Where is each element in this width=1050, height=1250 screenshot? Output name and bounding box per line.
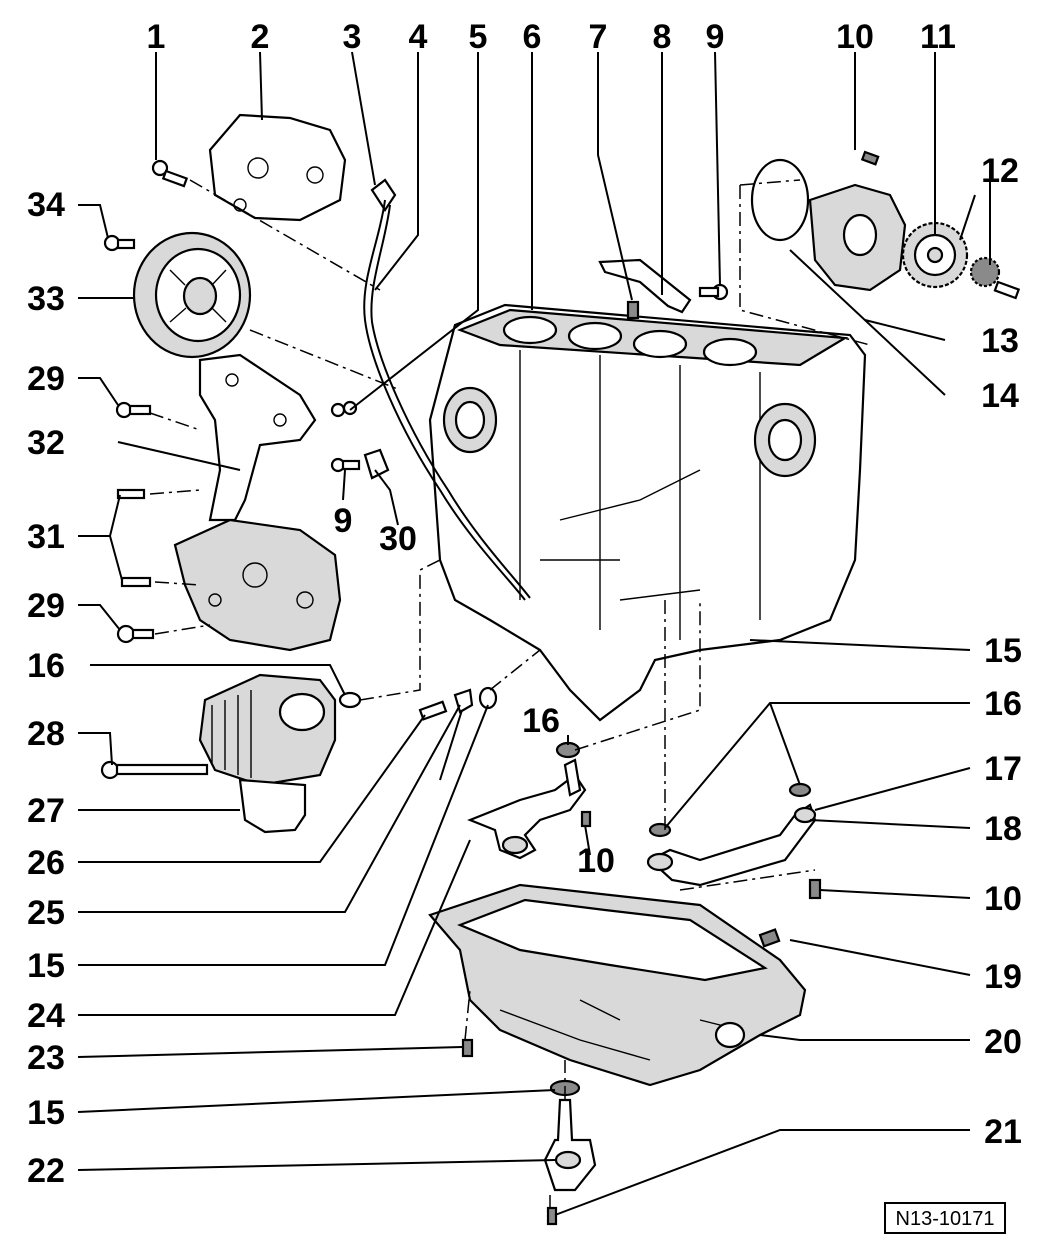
callout-13: 13 xyxy=(981,322,1019,360)
callout-14: 14 xyxy=(981,377,1019,415)
gear-part-12 xyxy=(969,256,1021,300)
bolt-part-31 xyxy=(116,488,152,588)
callout-17: 17 xyxy=(984,750,1022,788)
callout-25: 25 xyxy=(27,894,65,932)
engine-bracket-part-32 xyxy=(198,353,317,522)
callout-10-top: 10 xyxy=(836,18,874,56)
callout-34: 34 xyxy=(27,186,65,224)
callout-15-a: 15 xyxy=(27,947,65,985)
bolt-part-21 xyxy=(546,1206,558,1226)
bolt-part-7 xyxy=(626,300,640,320)
callout-22: 22 xyxy=(27,1152,65,1190)
bracket-part-8 xyxy=(598,258,692,314)
bolt-part-28 xyxy=(100,760,209,780)
reference-code: N13-10171 xyxy=(896,1208,995,1230)
oil-pan-part-20 xyxy=(428,883,807,1087)
bolt-part-29-upper xyxy=(115,401,152,419)
callout-30: 30 xyxy=(379,520,417,558)
callout-10-center: 10 xyxy=(577,842,615,880)
oil-pipe-part-18 xyxy=(646,803,817,887)
callout-16-right: 16 xyxy=(984,685,1022,723)
bolt-part-23 xyxy=(461,1038,474,1058)
bracket-part-2 xyxy=(208,113,347,222)
callout-10-right: 10 xyxy=(984,880,1022,918)
callout-32: 32 xyxy=(27,424,65,462)
callout-12: 12 xyxy=(981,152,1019,190)
bolt-part-1 xyxy=(151,159,189,188)
bolt-part-10-center xyxy=(580,810,592,828)
sensor-part-26 xyxy=(418,700,448,721)
callout-15-right: 15 xyxy=(984,632,1022,670)
callout-11: 11 xyxy=(920,18,956,56)
bolt-part-9-left xyxy=(330,457,361,473)
bolt-part-34 xyxy=(103,234,136,252)
dipstick-tube-part-3-4 xyxy=(363,178,531,601)
callout-27: 27 xyxy=(27,792,65,830)
callout-26: 26 xyxy=(27,844,65,882)
assembly-dash-lines xyxy=(149,179,871,1210)
callout-9-top: 9 xyxy=(706,18,725,56)
seal-part-5 xyxy=(330,400,358,418)
callout-numbers: 1 2 3 4 5 6 7 8 9 10 11 12 13 14 34 33 2… xyxy=(27,18,1022,1190)
seal-part-16-right-b xyxy=(788,782,812,798)
callout-4: 4 xyxy=(409,18,428,56)
bolt-part-10-top xyxy=(860,150,880,166)
oil-pump-pipe-part-24 xyxy=(467,758,587,860)
cylinder-block xyxy=(428,303,867,722)
sprocket-part-11 xyxy=(901,221,969,289)
callout-28: 28 xyxy=(27,715,65,753)
callout-24: 24 xyxy=(27,997,65,1035)
sensor-part-30 xyxy=(363,448,390,480)
front-cover-part-31 xyxy=(173,518,342,652)
tube-part-25 xyxy=(439,688,474,781)
bolt-part-9-top xyxy=(698,283,729,301)
reference-code-box: N13-10171 xyxy=(884,1202,1006,1234)
callout-16-center: 16 xyxy=(522,702,560,740)
leader-lines xyxy=(77,51,991,1216)
callout-9-left: 9 xyxy=(334,502,353,540)
callout-7: 7 xyxy=(589,18,608,56)
callout-29-lower: 29 xyxy=(27,587,65,625)
callout-16-left: 16 xyxy=(27,647,65,685)
callout-6: 6 xyxy=(523,18,542,56)
callout-33: 33 xyxy=(27,280,65,318)
callout-20: 20 xyxy=(984,1023,1022,1061)
callout-15-b: 15 xyxy=(27,1094,65,1132)
callout-1: 1 xyxy=(147,18,166,56)
vacuum-pump-part-13 xyxy=(808,183,907,292)
callout-2: 2 xyxy=(251,18,270,56)
bolt-part-29-lower xyxy=(116,624,155,644)
callout-18: 18 xyxy=(984,810,1022,848)
seal-part-15-upper xyxy=(478,686,498,710)
callout-8: 8 xyxy=(653,18,672,56)
seal-part-16-left xyxy=(338,691,362,709)
callout-21: 21 xyxy=(984,1113,1022,1151)
oil-filter-housing-part-27 xyxy=(198,673,337,834)
callout-29-upper: 29 xyxy=(27,360,65,398)
callout-23: 23 xyxy=(27,1039,65,1077)
bolt-part-10-right xyxy=(808,878,822,900)
gasket-part-14 xyxy=(750,158,810,242)
vibration-damper-part-33 xyxy=(132,231,252,359)
callout-31: 31 xyxy=(27,518,65,556)
callout-3: 3 xyxy=(343,18,362,56)
callout-5: 5 xyxy=(469,18,488,56)
drain-plug-part-19 xyxy=(758,928,781,948)
callout-19: 19 xyxy=(984,958,1022,996)
oil-level-sensor-part-22 xyxy=(543,1098,597,1192)
